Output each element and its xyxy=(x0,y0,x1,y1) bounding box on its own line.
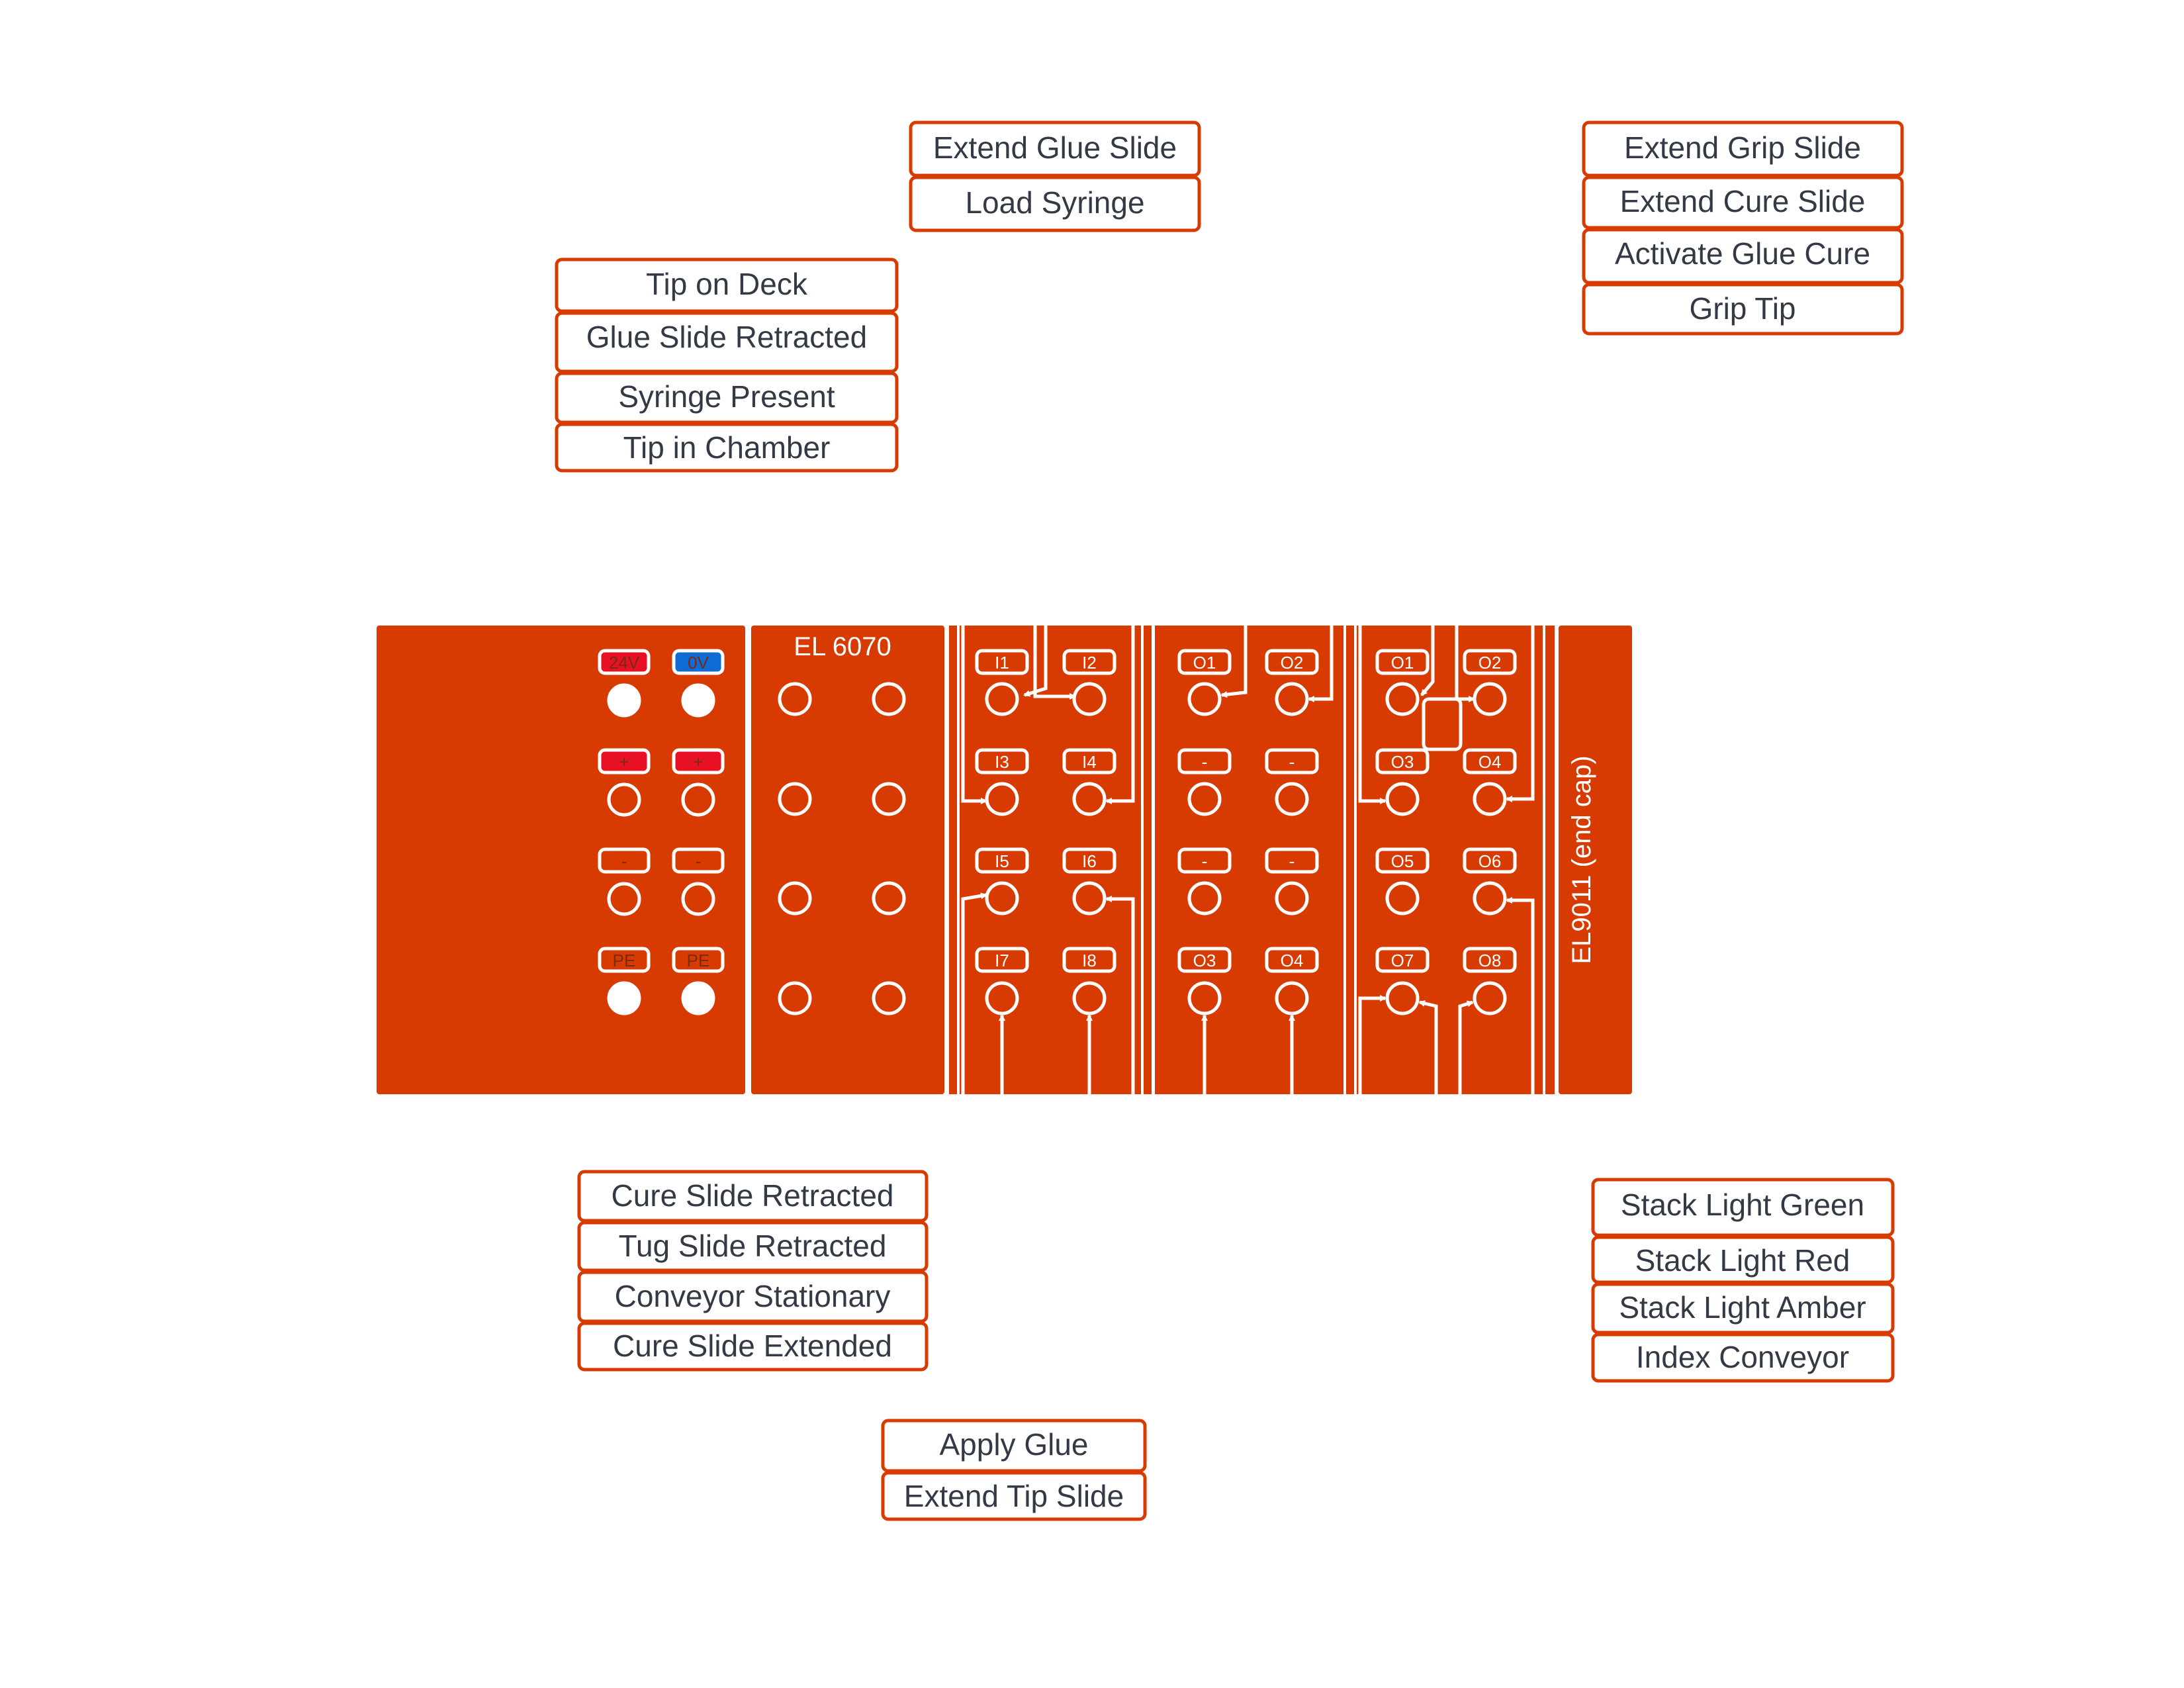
tag-o4-b: O4 xyxy=(1479,752,1502,772)
label-extend-tip-slide: Extend Tip Slide xyxy=(904,1479,1124,1513)
tag-i2: I2 xyxy=(1082,653,1097,673)
tag-o7-b: O7 xyxy=(1391,951,1414,970)
label-extend-grip-slide: Extend Grip Slide xyxy=(1624,130,1861,165)
tag-o4-a: O4 xyxy=(1281,951,1304,970)
label-activate-glue-cure: Activate Glue Cure xyxy=(1615,236,1870,271)
label-group-bottom-left: Cure Slide Retracted Tug Slide Retracted… xyxy=(577,1170,929,1372)
tag-plus-2: + xyxy=(693,752,703,772)
bridge-link xyxy=(1422,697,1463,751)
label-group-bottom-right: Stack Light Green Stack Light Red Stack … xyxy=(1591,1178,1895,1383)
wires xyxy=(961,626,1535,1094)
endcap-module xyxy=(1559,626,1632,1094)
tag-i4: I4 xyxy=(1082,752,1097,772)
label-apply-glue: Apply Glue xyxy=(939,1427,1088,1462)
tag-o8-b: O8 xyxy=(1479,951,1502,970)
label-group-top-left: Tip on Deck Glue Slide Retracted Syringe… xyxy=(555,258,899,473)
label-stack-light-red: Stack Light Red xyxy=(1635,1243,1850,1278)
terminal-24v xyxy=(607,683,641,718)
output8-terminals: O1 O2 O3 O4 O5 O6 O7 O8 xyxy=(1375,649,1517,1015)
power-module xyxy=(377,626,745,1094)
label-load-syringe: Load Syringe xyxy=(965,185,1144,220)
tag-pe-1: PE xyxy=(613,951,636,970)
tag-i5: I5 xyxy=(995,851,1009,871)
endcap-title: EL9011 (end cap) xyxy=(1567,755,1596,964)
tag-i3: I3 xyxy=(995,752,1009,772)
coupler-module xyxy=(751,626,944,1094)
tag-0v: 0V xyxy=(688,653,709,673)
tag-plus-1: + xyxy=(619,752,629,772)
label-syringe-present: Syringe Present xyxy=(618,379,835,414)
tag-24v: 24V xyxy=(609,653,640,673)
label-tug-slide-retracted: Tug Slide Retracted xyxy=(619,1229,887,1263)
output4-terminals: O1 O2 - - - - O3 O4 xyxy=(1177,649,1319,1015)
tag-o2-a: O2 xyxy=(1281,653,1304,673)
tag-minus-a4: - xyxy=(1289,851,1295,871)
tag-i8: I8 xyxy=(1082,951,1097,970)
tag-minus-a1: - xyxy=(1202,752,1208,772)
coupler-terminals xyxy=(778,682,906,1015)
tag-o5-b: O5 xyxy=(1391,851,1414,871)
tag-o1-a: O1 xyxy=(1193,653,1216,673)
label-glue-slide-retracted: Glue Slide Retracted xyxy=(586,320,867,354)
tag-o1-b: O1 xyxy=(1391,653,1414,673)
label-tip-in-chamber: Tip in Chamber xyxy=(623,430,831,465)
label-conveyor-stationary: Conveyor Stationary xyxy=(615,1279,891,1313)
tag-o2-b: O2 xyxy=(1479,653,1502,673)
label-stack-light-amber: Stack Light Amber xyxy=(1619,1290,1866,1325)
tag-o3-b: O3 xyxy=(1391,752,1414,772)
label-index-conveyor: Index Conveyor xyxy=(1636,1340,1849,1374)
tag-pe-2: PE xyxy=(687,951,710,970)
tag-i1: I1 xyxy=(995,653,1009,673)
label-group-top-right: Extend Grip Slide Extend Cure Slide Acti… xyxy=(1582,120,1904,336)
label-group-top-center: Extend Glue Slide Load Syringe xyxy=(909,120,1201,232)
label-cure-slide-extended: Cure Slide Extended xyxy=(613,1329,892,1363)
label-stack-light-green: Stack Light Green xyxy=(1621,1188,1864,1222)
label-extend-glue-slide: Extend Glue Slide xyxy=(933,130,1177,165)
tag-o6-b: O6 xyxy=(1479,851,1502,871)
power-terminals: 24V 0V + + - - PE PE xyxy=(598,649,725,1015)
input-terminals: I1 I2 I3 I4 I5 I6 I7 I8 xyxy=(975,649,1116,1015)
coupler-title: EL 6070 xyxy=(794,632,891,661)
tag-minus-1: - xyxy=(621,851,627,871)
label-tip-on-deck: Tip on Deck xyxy=(646,267,808,301)
tag-o3-a: O3 xyxy=(1193,951,1216,970)
label-extend-cure-slide: Extend Cure Slide xyxy=(1620,184,1866,218)
tag-minus-2: - xyxy=(696,851,702,871)
label-grip-tip: Grip Tip xyxy=(1689,291,1796,326)
label-group-bottom-center: Apply Glue Extend Tip Slide xyxy=(881,1419,1147,1521)
terminal-0v xyxy=(681,683,715,718)
tag-minus-a3: - xyxy=(1202,851,1208,871)
tag-minus-a2: - xyxy=(1289,752,1295,772)
label-cure-slide-retracted: Cure Slide Retracted xyxy=(612,1178,894,1213)
tag-i7: I7 xyxy=(995,951,1009,970)
tag-i6: I6 xyxy=(1082,851,1097,871)
